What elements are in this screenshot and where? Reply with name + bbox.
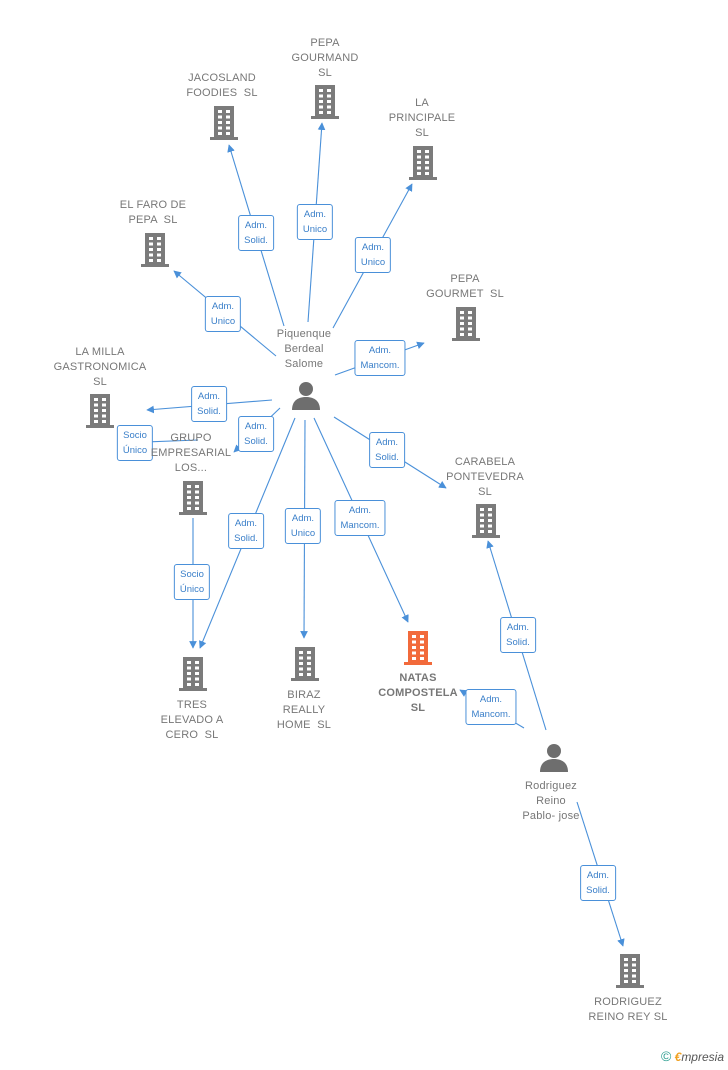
building-icon-pepa-gourmand[interactable]: [309, 84, 341, 125]
building-icon-la-principale[interactable]: [407, 145, 439, 186]
node-label-biraz[interactable]: BIRAZ REALLY HOME SL: [276, 689, 332, 731]
node-label-rodriguez-pablo[interactable]: Rodriguez Reino Pablo- jose: [522, 780, 580, 822]
building-icon-biraz[interactable]: [289, 646, 321, 687]
role-badge-piquenque-grupo: Adm. Solid.: [238, 416, 274, 452]
role-badge-piquenque-la-milla: Adm. Solid.: [191, 386, 227, 422]
role-badge-piquenque-pepa-gourmand: Adm. Unico: [296, 204, 334, 240]
copyright-icon: ©: [660, 1048, 672, 1064]
brand-name: mpresia: [681, 1050, 724, 1064]
node-label-grupo[interactable]: GRUPO EMPRESARIAL LOS...: [150, 432, 232, 474]
role-badge-piquenque-la-principale: Adm. Unico: [354, 237, 392, 273]
node-label-pepa-gourmet[interactable]: PEPA GOURMET SL: [426, 273, 504, 300]
node-label-la-milla[interactable]: LA MILLA GASTRONOMICA SL: [53, 346, 147, 388]
building-icon-la-milla[interactable]: [84, 393, 116, 434]
node-label-piquenque[interactable]: Piquenque Berdeal Salome: [276, 328, 332, 370]
person-icon-piquenque[interactable]: [291, 381, 321, 416]
node-label-carabela[interactable]: CARABELA PONTEVEDRA SL: [446, 456, 524, 498]
role-badge-piquenque-pepa-gourmet: Adm. Mancom.: [354, 340, 406, 376]
building-icon-grupo[interactable]: [177, 480, 209, 521]
role-badge-piquenque-biraz: Adm. Unico: [284, 508, 322, 544]
node-label-faro-pepa[interactable]: EL FARO DE PEPA SL: [119, 199, 187, 226]
role-badge-grupo-tres-elevado: Socio Único: [173, 564, 211, 600]
role-badge-rodriguez-pablo-natas: Adm. Mancom.: [465, 689, 517, 725]
building-icon-rodriguez-rey[interactable]: [614, 953, 646, 994]
building-icon-natas[interactable]: [402, 630, 434, 671]
role-badge-rodriguez-pablo-carabela: Adm. Solid.: [500, 617, 536, 653]
role-badge-grupo-la-milla: Socio Único: [116, 425, 154, 461]
node-label-pepa-gourmand[interactable]: PEPA GOURMAND SL: [291, 37, 359, 79]
role-badge-piquenque-faro-pepa: Adm. Unico: [204, 296, 242, 332]
node-label-tres-elevado[interactable]: TRES ELEVADO A CERO SL: [160, 699, 224, 741]
building-icon-tres-elevado[interactable]: [177, 656, 209, 697]
node-label-rodriguez-rey[interactable]: RODRIGUEZ REINO REY SL: [588, 996, 668, 1023]
footer-brand: © €mpresia: [661, 1048, 724, 1064]
building-icon-faro-pepa[interactable]: [139, 232, 171, 273]
role-badge-rodriguez-pablo-rodriguez-rey: Adm. Solid.: [580, 865, 616, 901]
node-label-jacosland[interactable]: JACOSLAND FOODIES SL: [186, 72, 258, 99]
node-label-la-principale[interactable]: LA PRINCIPALE SL: [388, 97, 456, 139]
role-badge-piquenque-tres-elevado: Adm. Solid.: [228, 513, 264, 549]
person-icon-rodriguez-pablo[interactable]: [539, 743, 569, 778]
brand-initial: €: [674, 1050, 682, 1064]
role-badge-piquenque-jacosland: Adm. Solid.: [238, 215, 274, 251]
building-icon-carabela[interactable]: [470, 503, 502, 544]
role-badge-piquenque-natas: Adm. Mancom.: [334, 500, 386, 536]
building-icon-jacosland[interactable]: [208, 105, 240, 146]
role-badge-piquenque-carabela: Adm. Solid.: [369, 432, 405, 468]
node-label-natas[interactable]: NATAS COMPOSTELA SL: [378, 672, 458, 714]
building-icon-pepa-gourmet[interactable]: [450, 306, 482, 347]
